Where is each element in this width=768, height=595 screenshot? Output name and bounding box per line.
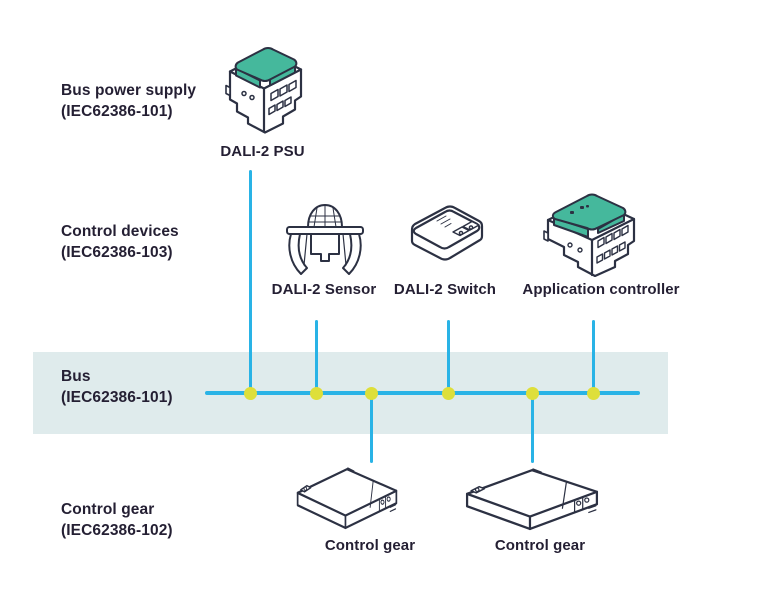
sensor-illustration bbox=[286, 204, 364, 275]
control-gear-2-illustration bbox=[465, 468, 599, 531]
row-label-bus-power-supply: Bus power supply (IEC62386-101) bbox=[61, 80, 196, 122]
row-label-control-devices: Control devices (IEC62386-103) bbox=[61, 221, 179, 263]
row-label-line1: Control gear bbox=[61, 501, 155, 518]
drop-line-psu bbox=[248, 170, 252, 395]
drop-line-control-gear-2 bbox=[530, 393, 534, 463]
row-label-control-gear: Control gear (IEC62386-102) bbox=[61, 499, 173, 541]
row-label-bus: Bus (IEC62386-101) bbox=[61, 366, 173, 408]
sensor-clip-left bbox=[288, 233, 308, 275]
drop-line-control-gear-1 bbox=[369, 393, 373, 463]
row-label-line2: (IEC62386-102) bbox=[61, 522, 173, 539]
row-label-line1: Bus bbox=[61, 368, 91, 385]
application-controller-illustration bbox=[543, 193, 636, 277]
device-dali2-switch bbox=[403, 199, 491, 265]
device-label-control-gear-1: Control gear bbox=[324, 537, 416, 554]
row-label-line2: (IEC62386-101) bbox=[61, 103, 173, 120]
bus-node-dot-control-gear-1 bbox=[364, 386, 378, 400]
row-label-line1: Bus power supply bbox=[61, 82, 197, 99]
sensor-clip-right bbox=[342, 233, 362, 275]
row-label-line2: (IEC62386-103) bbox=[61, 244, 173, 261]
switch-illustration bbox=[410, 205, 484, 261]
device-dali2-psu bbox=[210, 28, 318, 138]
device-label-application-controller: Application controller bbox=[522, 281, 680, 298]
bus-node-dot-application-controller bbox=[586, 386, 600, 400]
psu-illustration bbox=[225, 47, 303, 134]
bus-node-dot-psu bbox=[243, 386, 257, 400]
bus-node-dot-control-gear-2 bbox=[525, 386, 539, 400]
device-control-gear-1 bbox=[293, 464, 401, 530]
device-label-dali2-sensor: DALI-2 Sensor bbox=[271, 281, 377, 298]
device-application-controller bbox=[534, 183, 649, 277]
application-controller-teal-cap bbox=[551, 193, 627, 231]
row-label-line2: (IEC62386-101) bbox=[61, 389, 173, 406]
device-label-dali2-psu: DALI-2 PSU bbox=[220, 143, 305, 160]
drop-line-switch bbox=[446, 320, 450, 395]
row-label-line1: Control devices bbox=[61, 223, 179, 240]
bus-node-dot-sensor bbox=[309, 386, 323, 400]
drop-line-sensor bbox=[314, 320, 318, 395]
device-label-control-gear-2: Control gear bbox=[494, 537, 586, 554]
bus-node-dot-switch bbox=[441, 386, 455, 400]
device-label-dali2-switch: DALI-2 Switch bbox=[393, 281, 497, 298]
bus-line bbox=[205, 391, 640, 395]
psu-teal-cap bbox=[234, 47, 298, 82]
control-gear-1-illustration bbox=[296, 467, 398, 530]
device-dali2-sensor bbox=[277, 197, 373, 283]
device-control-gear-2 bbox=[461, 465, 603, 531]
drop-line-application-controller bbox=[591, 320, 595, 395]
